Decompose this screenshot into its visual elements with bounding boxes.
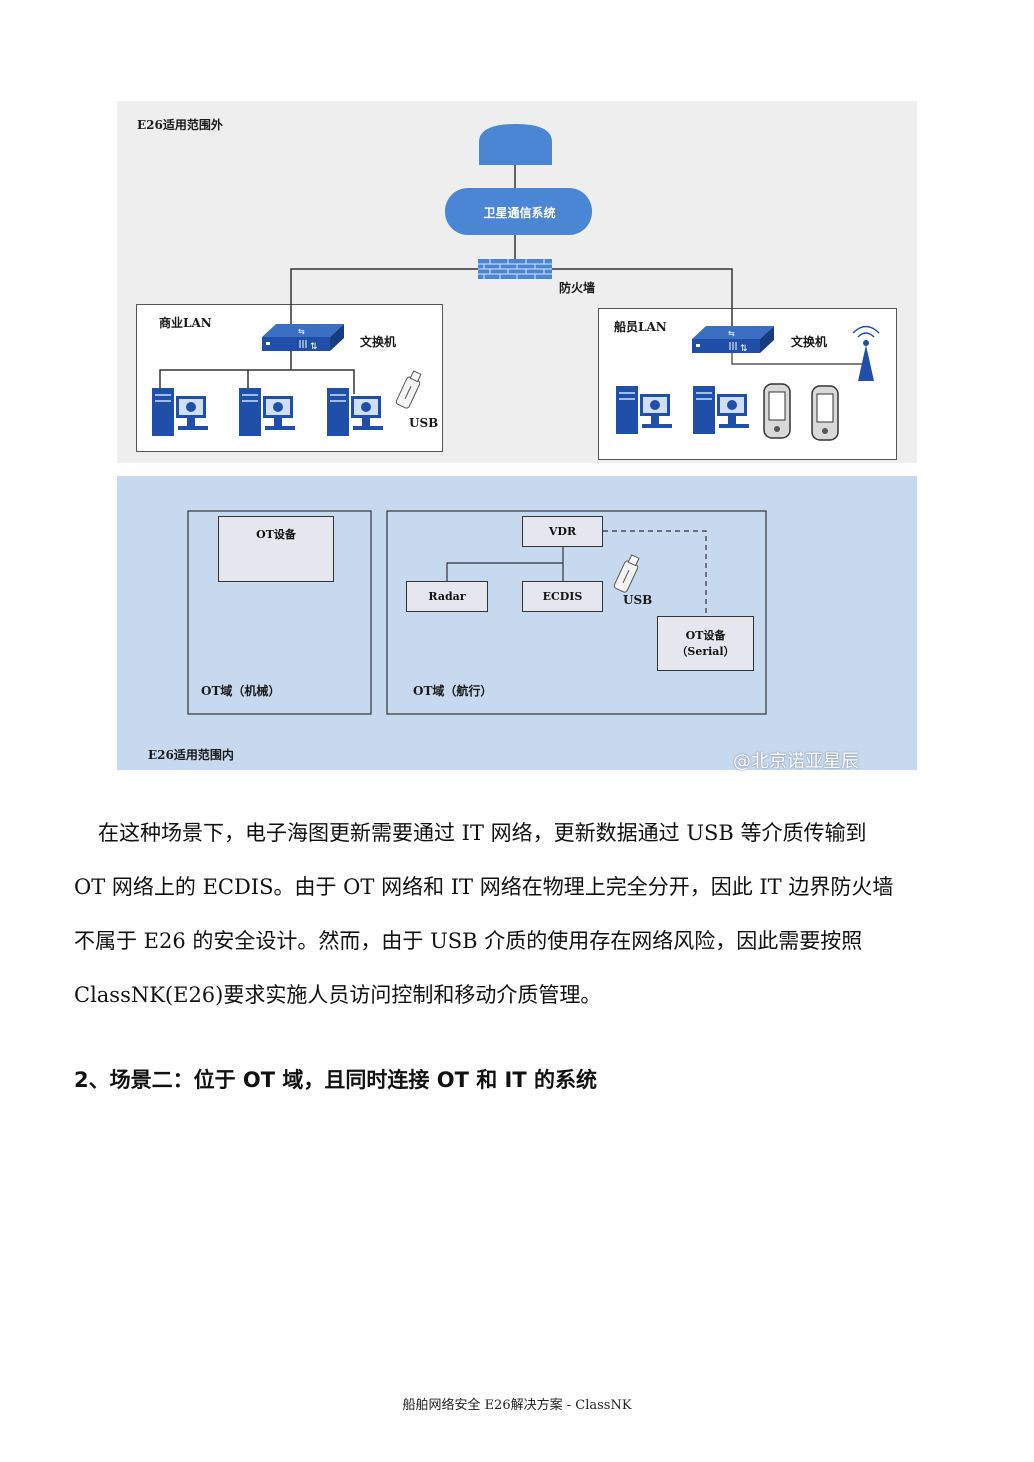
mobile-phone-icon [811, 385, 839, 441]
business-usb-label: USB [409, 416, 439, 430]
firewall-label: 防火墙 [559, 281, 596, 295]
switch-icon: ⇆ ⇅ [262, 324, 344, 352]
cloud-icon [479, 124, 552, 165]
svg-text:⇆: ⇆ [298, 327, 305, 336]
mobile-phone-icon [763, 383, 791, 439]
svg-text:⇅: ⇅ [740, 344, 748, 354]
computer-icon [239, 388, 295, 436]
ot-machinery-domain-label: OT域（机械） [201, 684, 281, 698]
radar-box: Radar [406, 581, 488, 612]
paragraph-line: OT 网络上的 ECDIS。由于 OT 网络和 IT 网络在物理上完全分开，因此… [74, 875, 894, 899]
ot-serial-device-sublabel: （Serial） [676, 644, 735, 658]
wireless-antenna-icon [852, 325, 880, 381]
vdr-box: VDR [522, 516, 603, 547]
ot-machinery-device-label: OT设备 [256, 528, 296, 541]
vdr-label: VDR [548, 525, 577, 538]
paragraph-line: 不属于 E26 的安全设计。然而，由于 USB 介质的使用存在网络风险，因此需要… [74, 929, 863, 953]
inner-scope-label: E26适用范围内 [148, 748, 234, 762]
business-lan-title: 商业LAN [159, 316, 212, 330]
computer-icon [693, 386, 749, 434]
ot-serial-device-box: OT设备 （Serial） [657, 616, 754, 671]
firewall-icon [478, 259, 552, 279]
satellite-system-label: 卫星通信系统 [483, 206, 556, 220]
svg-text:⇅: ⇅ [310, 342, 318, 352]
computer-icon [152, 388, 208, 436]
ot-navigation-domain-label: OT域（航行） [413, 684, 493, 698]
usb-stick-icon [395, 370, 422, 409]
business-switch-label: 文换机 [360, 335, 397, 349]
ot-machinery-device-box: OT设备 [218, 516, 334, 582]
ecdis-label: ECDIS [542, 590, 583, 603]
satellite-node [445, 188, 592, 235]
section-heading: 2、场景二：位于 OT 域，且同时连接 OT 和 IT 的系统 [74, 1068, 597, 1092]
ot-serial-device-label: OT设备 [685, 628, 726, 642]
switch-icon: ⇆ ⇅ [692, 326, 774, 354]
computer-icon [616, 386, 672, 434]
network-diagram-graphics: ⇆ ⇅ ⇆ ⇅ [152, 124, 880, 715]
paragraph-line: 在这种场景下，电子海图更新需要通过 IT 网络，更新数据通过 USB 等介质传输… [98, 821, 867, 845]
radar-label: Radar [428, 590, 466, 603]
usb-stick-icon [613, 554, 640, 593]
crew-lan-title: 船员LAN [614, 320, 667, 334]
watermark: @北京诺亚星辰 [733, 751, 859, 772]
ot-usb-label: USB [623, 593, 653, 607]
page-footer: 船舶网络安全 E26解决方案 - ClassNK [402, 1398, 632, 1413]
ecdis-box: ECDIS [522, 581, 603, 612]
outer-scope-label: E26适用范围外 [137, 118, 223, 132]
computer-icon [327, 388, 383, 436]
svg-text:⇆: ⇆ [728, 329, 735, 338]
paragraph-line: ClassNK(E26)要求实施人员访问控制和移动介质管理。 [74, 983, 602, 1007]
crew-switch-label: 文换机 [791, 335, 828, 349]
